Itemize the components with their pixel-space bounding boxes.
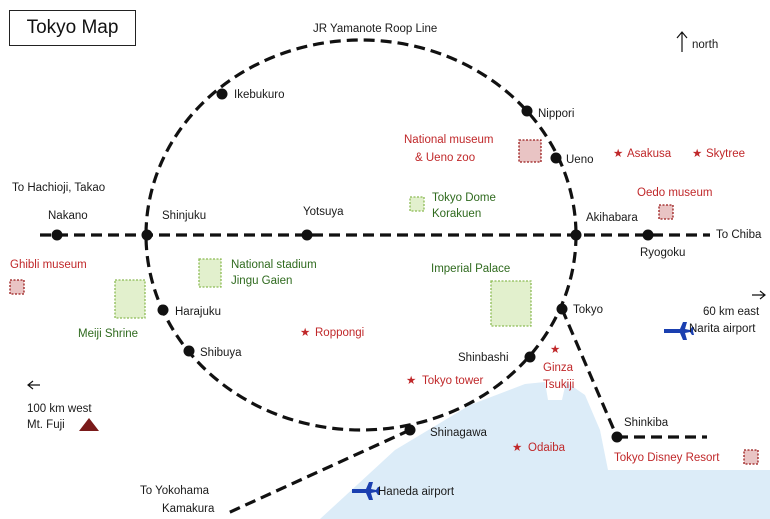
kamakura-label: Kamakura [162, 503, 215, 515]
mt-fuji-label: Mt. Fuji [27, 419, 65, 431]
station-shinjuku: Shinjuku [162, 210, 206, 222]
skytree-label: Skytree [706, 148, 745, 160]
odaiba-label: Odaiba [528, 442, 566, 454]
ginza-star-icon: ★ [550, 344, 560, 356]
narita-airport-label: Narita airport [689, 323, 756, 335]
station-shinbashi-dot[interactable] [524, 351, 536, 363]
north-arrow-icon [676, 31, 688, 52]
national-stadium-marker[interactable] [198, 258, 222, 288]
station-shibuya-dot[interactable] [183, 345, 195, 357]
imperial-palace-label: Imperial Palace [431, 263, 510, 275]
east-arrow-icon [752, 290, 766, 300]
station-shibuya: Shibuya [200, 347, 242, 359]
disney-marker[interactable] [743, 449, 759, 465]
national-stadium-label-1: National stadium [231, 259, 317, 271]
north-label: north [692, 39, 718, 51]
station-akihabara: Akihabara [586, 212, 638, 224]
skytree-star-icon: ★ [692, 148, 702, 160]
station-nippori: Nippori [538, 108, 574, 120]
station-nakano: Nakano [48, 210, 88, 222]
national-stadium-label-2: Jingu Gaien [231, 275, 292, 287]
tokyo-tower-label: Tokyo tower [422, 375, 484, 387]
keiyo-line [560, 308, 619, 438]
roppongi-star-icon: ★ [300, 327, 310, 339]
ginza-label: Ginza [543, 362, 574, 374]
asakusa-label: Asakusa [627, 148, 672, 160]
ghibli-museum-marker[interactable] [9, 279, 25, 295]
tokyo-tower-star-icon: ★ [406, 375, 416, 387]
tsukiji-label: Tsukiji [543, 379, 574, 391]
station-nippori-dot[interactable] [521, 105, 533, 117]
museum-label-1: National museum [404, 134, 493, 146]
mt-fuji-icon [79, 418, 99, 431]
meiji-shrine-marker[interactable] [114, 279, 146, 319]
station-ikebukuro: Ikebukuro [234, 89, 285, 101]
narita-distance-label: 60 km east [703, 306, 760, 318]
narita-airplane-icon [664, 322, 694, 340]
station-ryogoku-dot[interactable] [642, 229, 654, 241]
station-tokyo-dot[interactable] [556, 303, 568, 315]
asakusa-star-icon: ★ [613, 148, 623, 160]
station-yotsuya-dot[interactable] [301, 229, 313, 241]
station-shinbashi: Shinbashi [458, 352, 509, 364]
roppongi-label: Roppongi [315, 327, 364, 339]
map-title: Tokyo Map [9, 10, 136, 46]
to-chiba-label: To Chiba [716, 229, 762, 241]
station-shinjuku-dot[interactable] [141, 229, 153, 241]
museum-label-2: & Ueno zoo [415, 152, 475, 164]
station-ueno-dot[interactable] [550, 152, 562, 164]
station-shinagawa-dot[interactable] [404, 424, 416, 436]
imperial-palace-marker[interactable] [490, 280, 532, 327]
loop-line-label: JR Yamanote Roop Line [313, 23, 437, 35]
meiji-shrine-label: Meiji Shrine [78, 328, 138, 340]
ghibli-museum-label: Ghibli museum [10, 259, 87, 271]
station-harajuku-dot[interactable] [157, 304, 169, 316]
station-harajuku: Harajuku [175, 306, 221, 318]
tokyo-dome-label-1: Tokyo Dome [432, 192, 496, 204]
station-ikebukuro-dot[interactable] [216, 88, 228, 100]
odaiba-star-icon: ★ [512, 442, 522, 454]
oedo-museum-marker[interactable] [658, 204, 674, 220]
station-tokyo: Tokyo [573, 304, 603, 316]
station-shinagawa: Shinagawa [430, 427, 488, 439]
station-yotsuya: Yotsuya [303, 206, 344, 218]
station-akihabara-dot[interactable] [570, 229, 582, 241]
station-shinkiba: Shinkiba [624, 417, 669, 429]
fuji-distance-label: 100 km west [27, 403, 92, 415]
disney-label: Tokyo Disney Resort [614, 452, 720, 464]
oedo-museum-label: Oedo museum [637, 187, 712, 199]
museum-marker[interactable] [518, 139, 542, 163]
station-ueno: Ueno [566, 154, 594, 166]
to-yokohama-label: To Yokohama [140, 485, 210, 497]
haneda-airport-label: Haneda airport [378, 486, 455, 498]
station-nakano-dot[interactable] [51, 229, 63, 241]
to-hachioji-label: To Hachioji, Takao [12, 182, 105, 194]
station-ryogoku: Ryogoku [640, 247, 685, 259]
west-arrow-icon [27, 380, 40, 390]
station-shinkiba-dot[interactable] [611, 431, 623, 443]
tokyo-bay [320, 382, 770, 519]
tokyo-dome-label-2: Korakuen [432, 208, 481, 220]
haneda-airplane-icon [352, 482, 380, 500]
tokyo-dome-marker[interactable] [409, 196, 425, 212]
